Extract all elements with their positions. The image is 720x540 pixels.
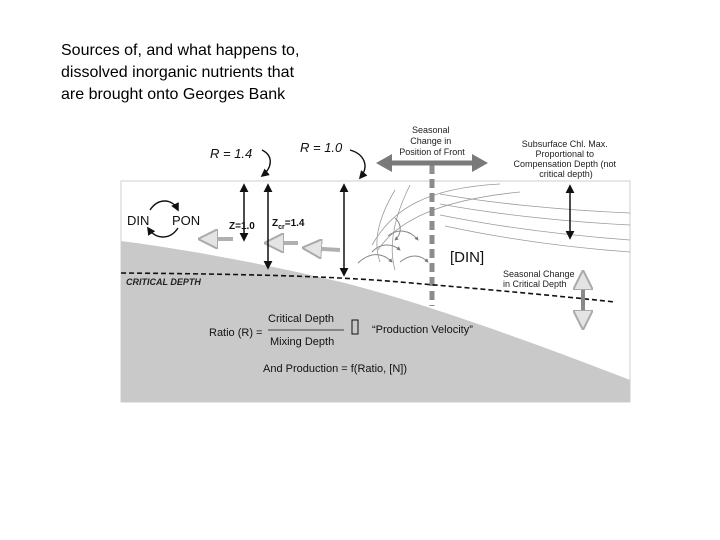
r-center-label: R = 1.0: [300, 140, 343, 155]
ratio-denominator: Mixing Depth: [270, 336, 334, 348]
production-velocity-label: “Production Velocity”: [372, 324, 473, 336]
pon-label: PON: [172, 213, 200, 228]
production-formula: And Production = f(Ratio, [N]): [263, 363, 407, 375]
ratio-prefix: Ratio (R) =: [209, 327, 263, 339]
seasonal-critical-label: Seasonal Change in Critical Depth: [503, 269, 577, 289]
ratio-numerator: Critical Depth: [268, 313, 334, 325]
critical-depth-label: CRITICAL DEPTH: [126, 277, 201, 287]
din-bracket-label: [DIN]: [450, 249, 484, 266]
seasonal-front-label: Seasonal Change in Position of Front: [399, 125, 465, 157]
din-label: DIN: [127, 213, 149, 228]
subsurface-chl-label: Subsurface Chl. Max. Proportional to Com…: [513, 139, 618, 179]
r-left-label: R = 1.4: [210, 146, 252, 161]
r-left-curve-arrow: [262, 150, 270, 176]
r-center-curve-arrow: [350, 150, 365, 178]
z-left-label: Z=1.0: [229, 221, 255, 232]
